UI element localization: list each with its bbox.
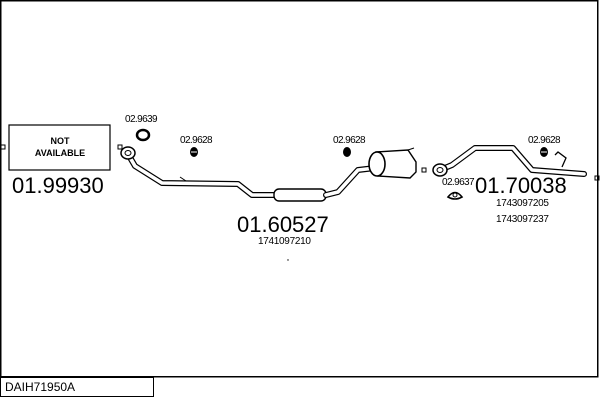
part-number-01-70038[interactable]: 01.70038 [475,173,567,198]
rear-muffler-drawing[interactable] [368,147,417,179]
connector-marker [594,175,600,181]
part-number-01-60527[interactable]: 01.60527 [237,212,329,237]
diagram-frame [0,0,599,378]
oem-number: 1743097205 [496,198,549,209]
not-available-line1: NOT [51,136,71,146]
dot [287,259,289,261]
not-available-line2: AVAILABLE [35,148,85,158]
front-pipe-drawing[interactable] [120,146,378,202]
clamp-rear-part-number[interactable]: 02.9628 [528,135,562,146]
connector-marker [421,167,427,173]
connector-marker [0,144,6,150]
clamp-icon[interactable] [540,147,548,157]
clamp-icon[interactable] [343,147,351,157]
oem-number: 1743097237 [496,214,549,225]
part-number-01-99930[interactable]: 01.99930 [12,173,104,198]
clamp-front-part-number[interactable]: 02.9628 [180,135,214,146]
gasket-icon[interactable] [446,191,464,200]
clamp-icon[interactable] [190,147,198,157]
ring-part-number[interactable]: 02.9639 [125,114,159,125]
connector-marker [117,144,123,150]
sealing-ring-icon[interactable] [135,128,151,142]
clamp-middle-part-number[interactable]: 02.9628 [333,135,367,146]
not-available-box[interactable] [8,124,111,171]
rear-pipe-drawing[interactable] [432,145,587,177]
gasket-part-number[interactable]: 02.9637 [442,177,476,188]
oem-number: 1741097210 [258,236,311,247]
diagram-code-label: DAIH71950A [0,377,154,397]
